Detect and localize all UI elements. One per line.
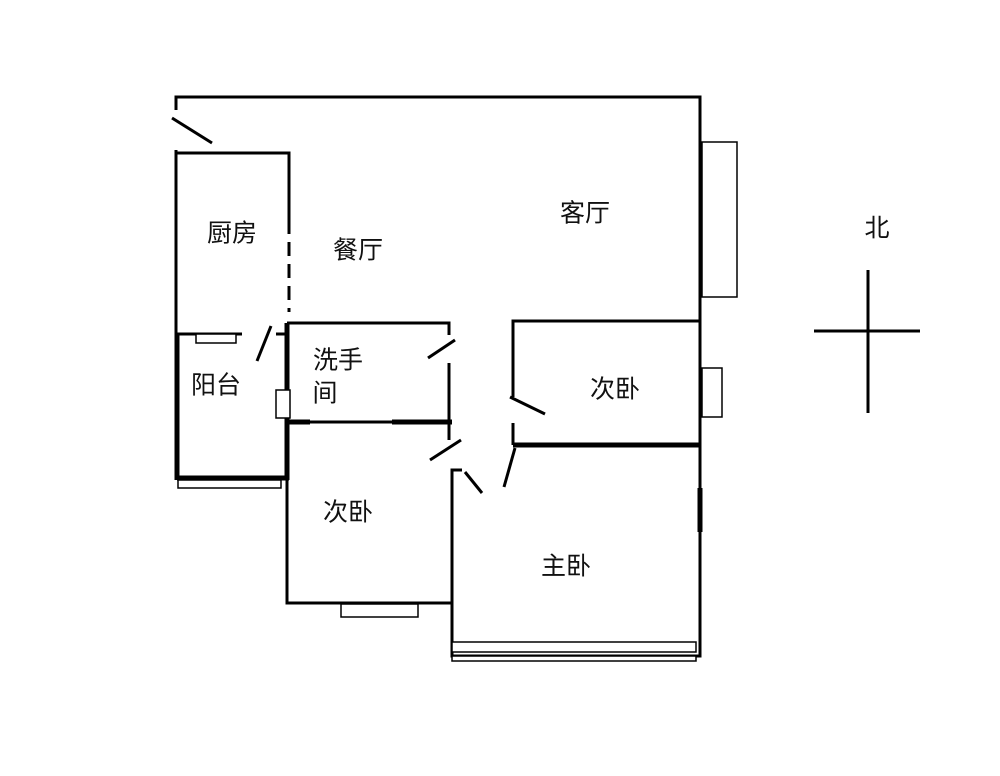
bathroom-door xyxy=(427,338,456,360)
dining-label: 餐厅 xyxy=(332,235,384,265)
west-bedroom-wall xyxy=(285,480,451,605)
master-window-sill xyxy=(451,655,697,662)
living-room-window xyxy=(701,141,738,298)
master-door-right xyxy=(502,447,517,488)
balcony-door xyxy=(255,325,273,362)
east-bedroom-door xyxy=(509,395,546,416)
master-bedroom-label: 主卧 xyxy=(540,551,592,581)
bathroom-label-2: 间 xyxy=(312,378,338,408)
west-bedroom-label: 次卧 xyxy=(322,497,374,527)
kitchen-window xyxy=(195,333,237,344)
north-label: 北 xyxy=(864,213,890,243)
kitchen-label: 厨房 xyxy=(206,218,258,248)
west-bedroom-window xyxy=(340,603,419,618)
east-bedroom-label: 次卧 xyxy=(589,374,641,404)
bathroom-fixture xyxy=(275,389,291,419)
east-bedroom-window xyxy=(701,367,723,418)
west-bedroom-door xyxy=(429,438,462,462)
east-bedroom-wall xyxy=(511,319,700,397)
outer-wall-top xyxy=(174,95,702,445)
living-room-label: 客厅 xyxy=(559,198,611,228)
kitchen-wall xyxy=(176,151,291,220)
entry-door xyxy=(171,116,213,145)
master-door-left xyxy=(463,471,484,494)
master-bedroom-window xyxy=(451,641,697,653)
master-bedroom-wall xyxy=(450,445,702,658)
balcony-label: 阳台 xyxy=(190,370,242,400)
bathroom-label-1: 洗手 xyxy=(312,345,364,375)
balcony-window xyxy=(177,479,282,489)
bathroom-wall xyxy=(287,321,451,335)
